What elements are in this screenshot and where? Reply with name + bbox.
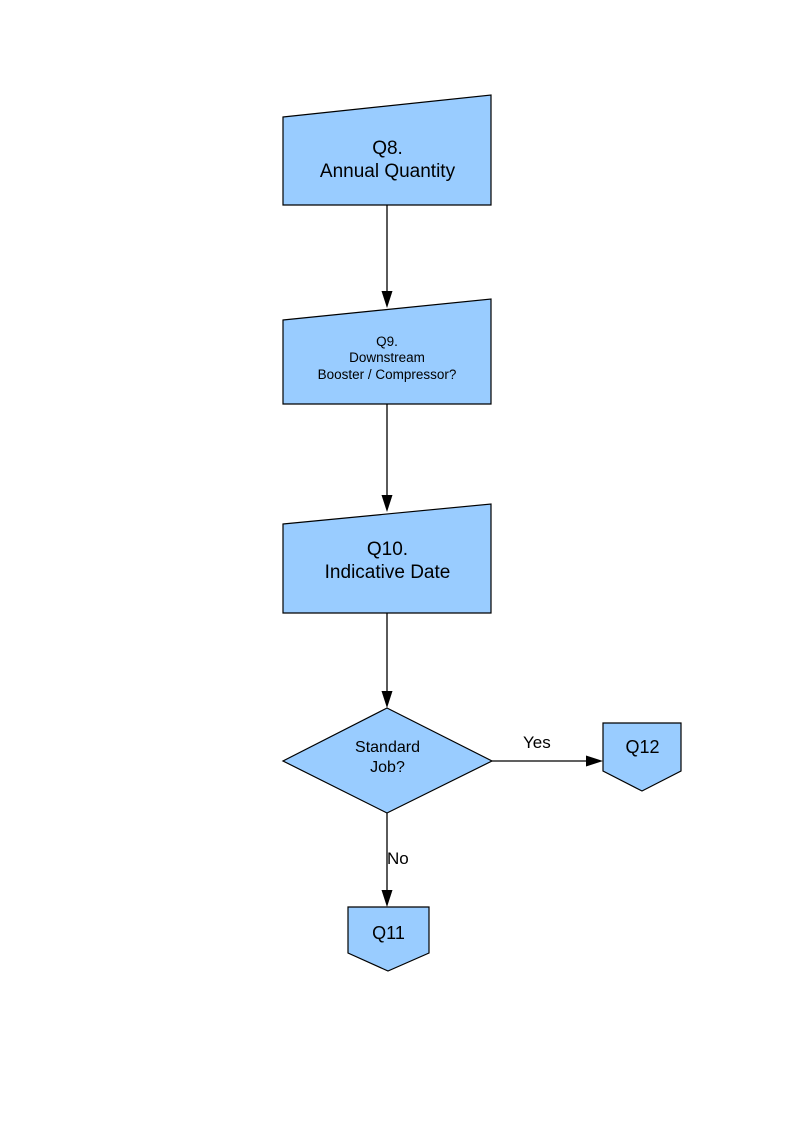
node-q8-shape[interactable]	[282, 94, 492, 206]
node-q12-shape[interactable]	[602, 722, 682, 792]
node-q10-shape[interactable]	[282, 503, 492, 614]
node-decision-shape[interactable]	[281, 707, 494, 814]
edge-label-no: No	[387, 849, 409, 868]
edge-q10-to-decision-arrowhead	[381, 691, 393, 708]
node-q9-shape[interactable]	[282, 298, 492, 405]
edge-q8-to-q9-arrowhead	[381, 291, 393, 308]
edge-decision-to-q11-arrowhead	[381, 890, 393, 907]
edge-q9-to-q10-arrowhead	[381, 495, 393, 512]
edge-label-yes: Yes	[523, 733, 551, 752]
node-q11-shape[interactable]	[347, 906, 430, 972]
edge-decision-to-q12-arrowhead	[586, 755, 603, 767]
